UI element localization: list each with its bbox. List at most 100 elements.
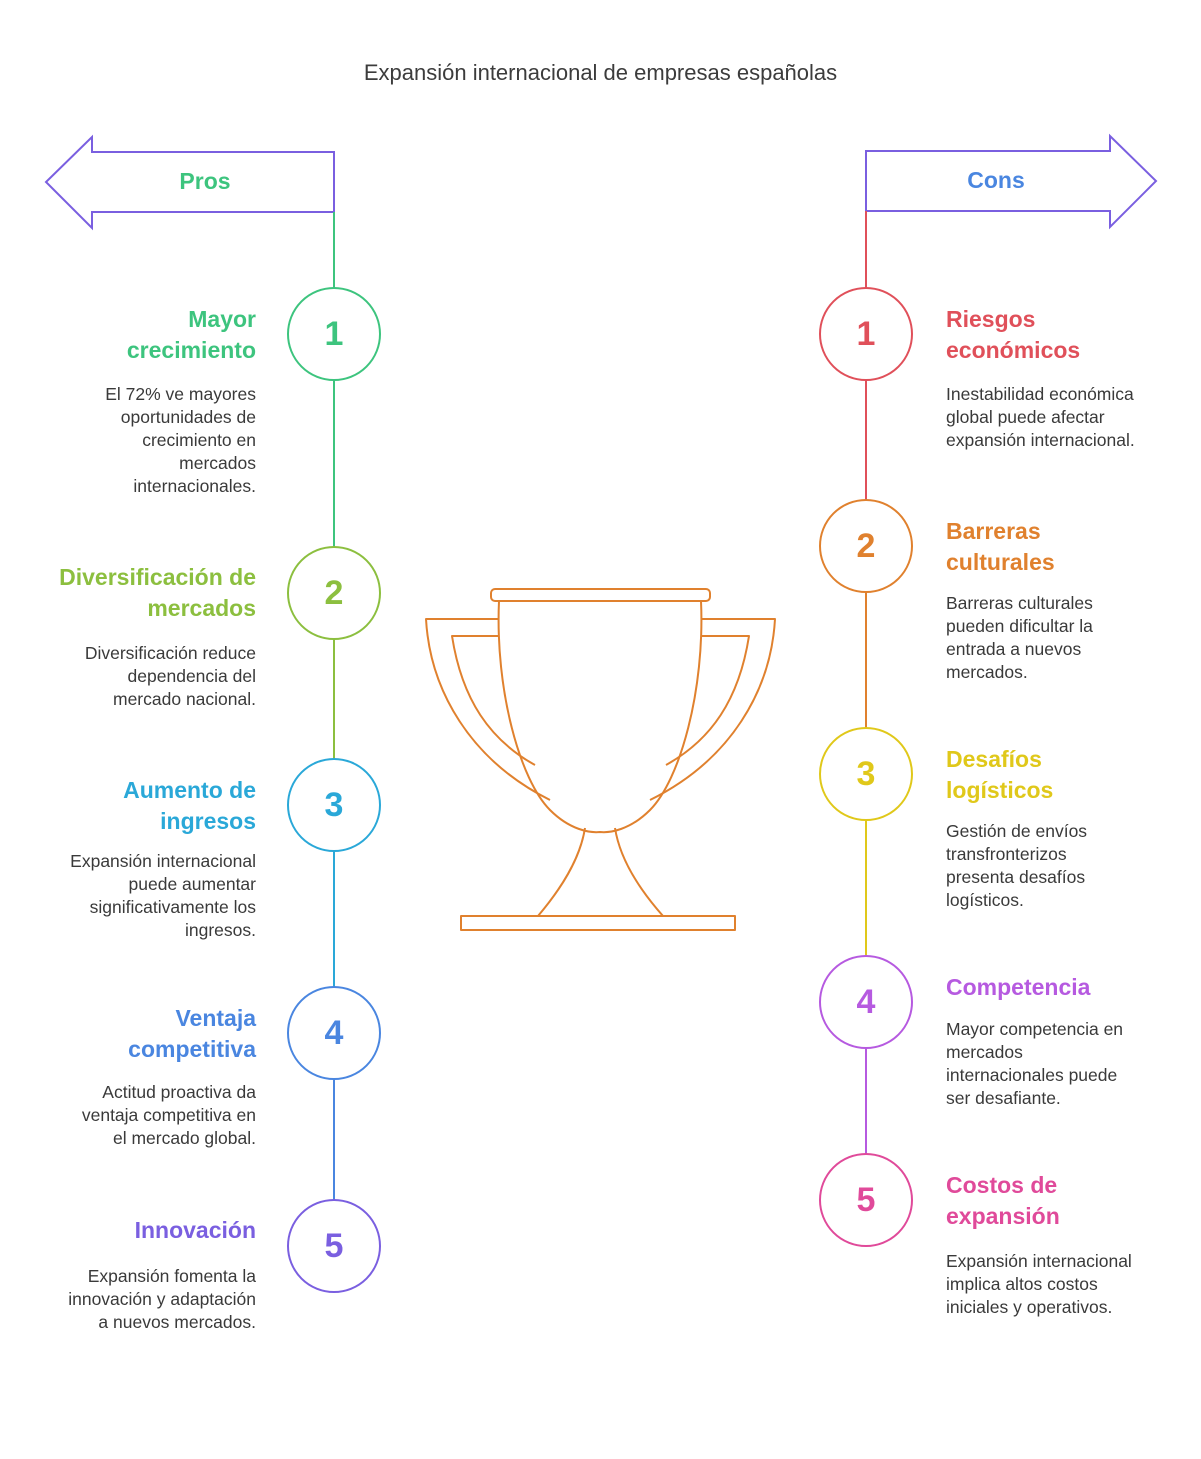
desc-line: mercados. <box>946 662 1028 682</box>
pros-number-5: 5 <box>324 1227 344 1265</box>
pros-item-1-heading-line: crecimiento <box>126 337 256 363</box>
desc-line: ser desafiante. <box>946 1088 1061 1108</box>
desc-line: el mercado global. <box>113 1128 256 1148</box>
cons-item-4-desc: Mayor competencia en mercados internacio… <box>946 1018 1123 1110</box>
cons-number-1: 1 <box>856 315 876 353</box>
pros-circle-5 <box>287 1199 381 1293</box>
pros-item-3-heading-line: Aumento de <box>123 777 256 803</box>
desc-line: El 72% ve mayores <box>105 384 256 404</box>
pros-item-3-heading-line: ingresos <box>160 808 256 834</box>
desc-line: Expansión fomenta la <box>87 1266 256 1286</box>
cons-item-1-heading-line: económicos <box>946 337 1081 363</box>
pros-item-2-heading: Diversificación de mercados <box>59 562 256 624</box>
cons-number-4: 4 <box>856 983 876 1021</box>
desc-line: innovación y adaptación <box>68 1289 256 1309</box>
cons-item-2-heading-line: culturales <box>946 549 1055 575</box>
pros-number-1: 1 <box>324 315 344 353</box>
desc-line: ingresos. <box>184 920 256 940</box>
cons-item-5-heading-line: Costos de <box>946 1172 1058 1198</box>
cons-item-3-heading: Desafíos logísticos <box>946 744 1053 806</box>
pros-item-4-heading: Ventaja competitiva <box>128 1003 256 1065</box>
pros-item-5-heading: Innovación <box>135 1215 256 1246</box>
pros-number-3: 3 <box>324 786 344 824</box>
pros-item-5-heading-line: Innovación <box>134 1217 256 1243</box>
desc-line: Expansión internacional <box>70 851 256 871</box>
pros-item-2-heading-line: Diversificación de <box>59 564 256 590</box>
pros-item-3-desc: Expansión internacional puede aumentar s… <box>70 850 256 942</box>
desc-line: transfronterizos <box>946 844 1067 864</box>
pros-number-2: 2 <box>324 574 344 612</box>
cons-item-2-heading-line: Barreras <box>946 518 1041 544</box>
desc-line: Inestabilidad económica <box>946 384 1134 404</box>
desc-line: internacionales. <box>133 476 256 496</box>
desc-line: dependencia del <box>127 666 256 686</box>
cons-item-1-desc: Inestabilidad económica global puede afe… <box>946 383 1135 452</box>
desc-line: presenta desafíos <box>946 867 1086 887</box>
desc-line: Mayor competencia en <box>946 1019 1124 1039</box>
desc-line: Expansión internacional <box>946 1251 1132 1271</box>
desc-line: significativamente los <box>89 897 256 917</box>
pros-circle-3 <box>287 758 381 852</box>
pros-item-4-heading-line: competitiva <box>128 1036 256 1062</box>
desc-line: global puede afectar <box>946 407 1105 427</box>
pros-item-1-desc: El 72% ve mayores oportunidades de creci… <box>105 383 256 498</box>
cons-circle-3 <box>819 727 913 821</box>
desc-line: mercados <box>946 1042 1023 1062</box>
pros-circle-1 <box>287 287 381 381</box>
desc-line: oportunidades de <box>120 407 256 427</box>
cons-item-2-desc: Barreras culturales pueden dificultar la… <box>946 592 1093 684</box>
cons-item-3-heading-line: logísticos <box>946 777 1054 803</box>
desc-line: internacionales puede <box>946 1065 1118 1085</box>
pros-circle-4 <box>287 986 381 1080</box>
cons-number-5: 5 <box>856 1181 876 1219</box>
desc-line: implica altos costos <box>946 1274 1098 1294</box>
desc-line: Diversificación reduce <box>84 643 256 663</box>
cons-item-5-heading-line: expansión <box>946 1203 1060 1229</box>
cons-item-4-heading: Competencia <box>946 972 1090 1003</box>
desc-line: puede aumentar <box>128 874 256 894</box>
desc-line: expansión internacional. <box>946 430 1135 450</box>
cons-label: Cons <box>967 167 1025 193</box>
pros-item-2-desc: Diversificación reduce dependencia del m… <box>85 642 256 711</box>
desc-line: Actitud proactiva da <box>102 1082 256 1102</box>
pros-item-2-heading-line: mercados <box>147 595 256 621</box>
pros-label: Pros <box>179 168 231 194</box>
cons-item-3-desc: Gestión de envíos transfronterizos prese… <box>946 820 1087 912</box>
cons-circle-4 <box>819 955 913 1049</box>
pros-item-5-desc: Expansión fomenta la innovación y adapta… <box>68 1265 256 1334</box>
desc-line: ventaja competitiva en <box>81 1105 256 1125</box>
cons-number-3: 3 <box>856 755 876 793</box>
cons-item-5-heading: Costos de expansión <box>946 1170 1060 1232</box>
cons-item-1-heading-line: Riesgos <box>946 306 1036 332</box>
desc-line: mercado nacional. <box>113 689 256 709</box>
pros-number-4: 4 <box>324 1014 344 1052</box>
desc-line: Barreras culturales <box>946 593 1093 613</box>
cons-number-2: 2 <box>856 527 876 565</box>
pros-item-1-heading-line: Mayor <box>188 306 256 332</box>
desc-line: Gestión de envíos <box>946 821 1088 841</box>
left-arrow-icon <box>44 134 335 231</box>
cons-circle-5 <box>819 1153 913 1247</box>
pros-item-4-heading-line: Ventaja <box>175 1005 256 1031</box>
desc-line: logísticos. <box>946 890 1024 910</box>
pros-circle-2 <box>287 546 381 640</box>
desc-line: mercados <box>179 453 256 473</box>
desc-line: a nuevos mercados. <box>98 1312 256 1332</box>
cons-item-4-heading-line: Competencia <box>946 974 1091 1000</box>
desc-line: crecimiento en <box>142 430 256 450</box>
cons-item-2-heading: Barreras culturales <box>946 516 1055 578</box>
desc-line: iniciales y operativos. <box>946 1297 1113 1317</box>
cons-item-1-heading: Riesgos económicos <box>946 304 1080 366</box>
right-arrow-icon <box>865 133 1158 230</box>
page-title: Expansión internacional de empresas espa… <box>363 60 838 85</box>
pros-item-1-heading: Mayor crecimiento <box>127 304 256 366</box>
desc-line: pueden dificultar la <box>946 616 1093 636</box>
trophy-icon <box>425 588 776 931</box>
pros-item-3-heading: Aumento de ingresos <box>123 775 256 837</box>
cons-circle-1 <box>819 287 913 381</box>
desc-line: entrada a nuevos <box>946 639 1082 659</box>
cons-item-5-desc: Expansión internacional implica altos co… <box>946 1250 1132 1319</box>
cons-circle-2 <box>819 499 913 593</box>
cons-item-3-heading-line: Desafíos <box>946 746 1042 772</box>
